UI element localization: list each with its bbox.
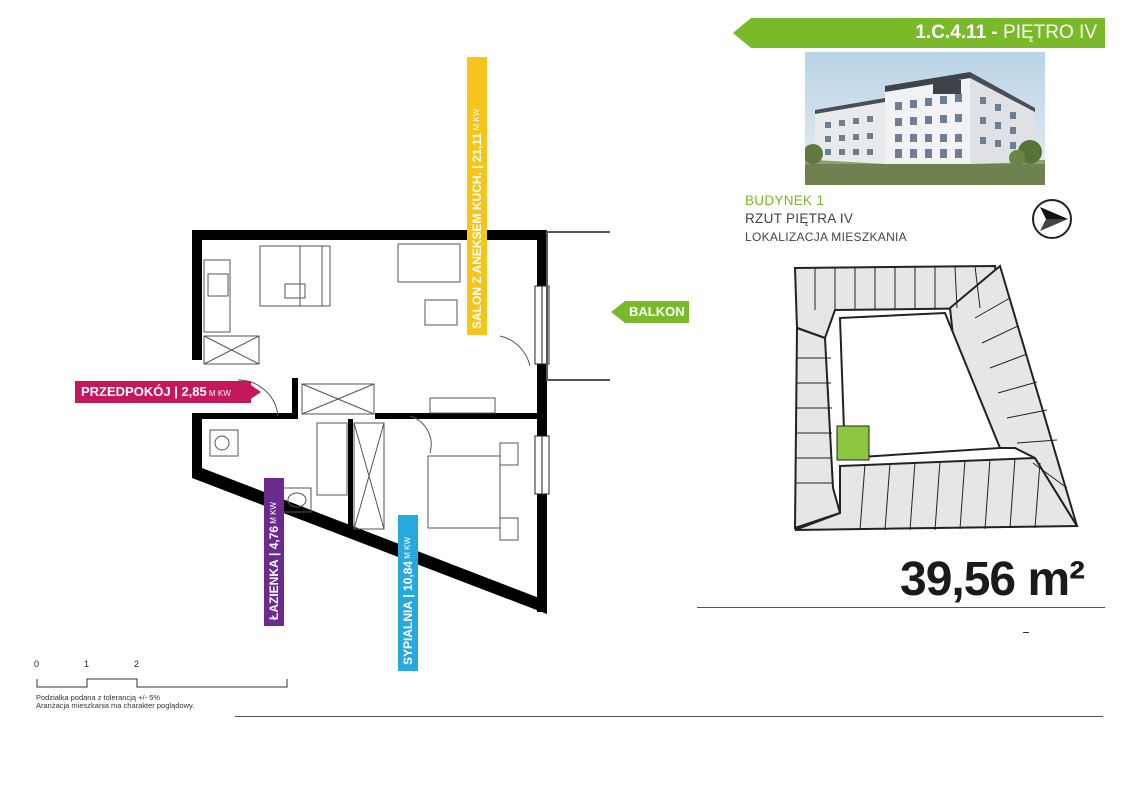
room-balcony-name: BALKON xyxy=(629,304,685,319)
room-living-separator: | xyxy=(470,162,484,173)
room-bath-unit: M KW xyxy=(269,501,278,526)
scale-note: Podziałka podana z tolerancją +/- 5% xyxy=(36,693,161,702)
tag-arrow-icon xyxy=(245,381,261,403)
tag-arrow-icon xyxy=(611,301,625,323)
room-tag-bedroom: SYPIALNIA | 10,84 M KW xyxy=(398,515,418,671)
scale-mark: 1 xyxy=(84,659,90,669)
room-bedroom-unit: M KW xyxy=(403,536,412,561)
room-living-name: SALON Z ANEKSEM KUCH. xyxy=(470,172,484,329)
unit-separator: - xyxy=(986,22,1004,43)
scale-mark: 0 xyxy=(34,659,40,669)
divider xyxy=(235,716,1103,717)
room-bedroom-name: SYPIALNIA xyxy=(401,600,415,665)
unit-tag: 1.C.4.11 - PIĘTRO IV xyxy=(733,18,1105,48)
room-tag-hall: PRZEDPOKÓJ | 2,85 M KW xyxy=(75,381,251,403)
apartment-area: 39,56 m² xyxy=(900,552,1085,607)
tag-arrow-shape xyxy=(733,18,1105,48)
scale-bar: 0 1 2 xyxy=(33,657,293,693)
building-name: BUDYNEK 1 xyxy=(745,193,825,208)
building-photo xyxy=(805,52,1045,185)
room-bath-name: ŁAZIENKA xyxy=(267,559,281,620)
unit-floor: PIĘTRO IV xyxy=(1003,22,1097,43)
arrangement-note: Aranżacja mieszkania ma charakter pogląd… xyxy=(36,701,195,710)
location-label: LOKALIZACJA MIESZKANIA xyxy=(745,230,907,244)
room-bath-area: 4,76 xyxy=(267,525,281,550)
room-bedroom-separator: | xyxy=(401,590,415,601)
divider xyxy=(697,607,1105,608)
room-hall-area: 2,85 xyxy=(181,384,207,399)
area-value: 39,56 xyxy=(900,553,1016,606)
unit-code: 1.C.4.11 xyxy=(915,22,987,43)
apartment-highlight xyxy=(836,425,870,461)
site-plan xyxy=(785,258,1085,546)
floor-plan-label: RZUT PIĘTRA IV xyxy=(745,211,854,226)
room-bedroom-area: 10,84 xyxy=(401,560,415,591)
area-unit: m² xyxy=(1027,553,1085,606)
room-hall-separator: | xyxy=(170,384,182,399)
room-hall-unit: M KW xyxy=(206,389,231,398)
scale-mark: 2 xyxy=(134,659,140,669)
north-arrow-icon xyxy=(1028,198,1076,240)
room-tag-balcony: BALKON xyxy=(625,301,689,323)
room-tag-living: SALON Z ANEKSEM KUCH. | 21,11 M KW xyxy=(467,57,487,335)
floor-plan xyxy=(180,218,623,618)
room-tag-bath: ŁAZIENKA | 4,76 M KW xyxy=(264,478,284,626)
room-living-area: 21,11 xyxy=(470,132,484,163)
room-hall-name: PRZEDPOKÓJ xyxy=(81,384,171,399)
unit-title: 1.C.4.11 - PIĘTRO IV xyxy=(915,22,1097,44)
room-bath-separator: | xyxy=(267,549,281,560)
room-living-unit: M KW xyxy=(472,108,481,133)
divider xyxy=(1023,632,1029,633)
